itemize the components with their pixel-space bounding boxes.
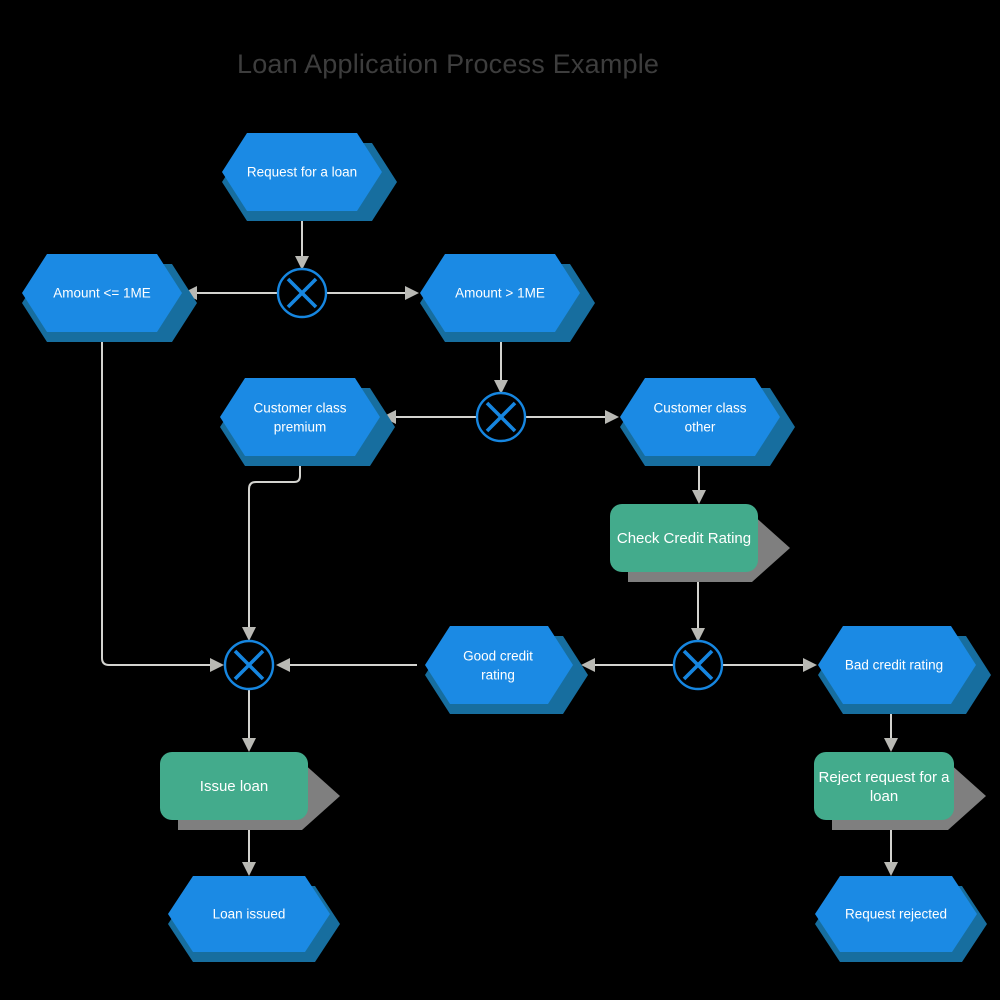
connector-gateway-merge-to-issue-loan bbox=[242, 689, 256, 752]
connector-issue-loan-to-loan-issued bbox=[242, 828, 256, 876]
connector-gateway-class-to-premium bbox=[382, 410, 477, 424]
connector-reject-to-request-rejected bbox=[884, 828, 898, 876]
event-hexagon bbox=[168, 876, 330, 952]
node-good-credit-rating[interactable]: Good credit rating bbox=[425, 626, 588, 714]
node-label-line-1: Reject request for a bbox=[819, 769, 951, 786]
node-request-rejected[interactable]: Request rejected bbox=[815, 876, 987, 962]
node-label-line-2: rating bbox=[481, 668, 515, 683]
node-label-line-2: loan bbox=[870, 788, 898, 805]
node-label: Loan issued bbox=[213, 907, 286, 922]
event-hexagon bbox=[425, 626, 573, 704]
node-check-credit-rating[interactable]: Check Credit Rating bbox=[610, 504, 790, 582]
event-hexagon bbox=[420, 254, 580, 332]
gateway-loan-approval-merge[interactable] bbox=[223, 639, 275, 691]
event-hexagon bbox=[22, 254, 182, 332]
gateway-customer-class-split[interactable] bbox=[475, 391, 527, 443]
connector-gateway-credit-to-good bbox=[581, 658, 674, 672]
page-title: Loan Application Process Example bbox=[237, 49, 659, 79]
node-request-for-a-loan[interactable]: Request for a loan bbox=[222, 133, 397, 221]
connector-amount-lte-to-gateway-merge bbox=[101, 332, 224, 672]
node-customer-class-premium[interactable]: Customer class premium bbox=[220, 378, 395, 466]
gateway-amount-split[interactable] bbox=[276, 267, 328, 319]
node-label-line-1: Customer class bbox=[653, 401, 746, 416]
connector-gateway-credit-to-bad bbox=[722, 658, 817, 672]
connector-gateway-amount-to-amount-gt bbox=[326, 286, 419, 300]
node-label: Bad credit rating bbox=[845, 658, 943, 673]
node-label: Request for a loan bbox=[247, 165, 357, 180]
node-label: Check Credit Rating bbox=[617, 530, 751, 547]
node-label-line-1: Good credit bbox=[463, 649, 533, 664]
event-hexagon bbox=[220, 378, 380, 456]
connector-check-credit-to-gateway-credit bbox=[691, 580, 705, 642]
gateway-credit-rating-split[interactable] bbox=[672, 639, 724, 691]
node-label: Amount > 1ME bbox=[455, 286, 545, 301]
node-label-line-2: premium bbox=[274, 420, 327, 435]
node-label: Amount <= 1ME bbox=[53, 286, 151, 301]
connector-layer bbox=[101, 211, 898, 876]
node-label-line-2: other bbox=[685, 420, 716, 435]
task-rounded-rect bbox=[160, 752, 308, 820]
connector-gateway-amount-to-amount-lte bbox=[183, 286, 278, 300]
connector-gateway-class-to-other bbox=[525, 410, 619, 424]
node-issue-loan[interactable]: Issue loan bbox=[160, 752, 340, 830]
node-loan-issued[interactable]: Loan issued bbox=[168, 876, 340, 962]
event-hexagon bbox=[815, 876, 977, 952]
node-label-line-1: Customer class bbox=[253, 401, 346, 416]
event-hexagon bbox=[818, 626, 976, 704]
node-label: Issue loan bbox=[200, 778, 268, 795]
connector-premium-to-gateway-merge bbox=[242, 456, 301, 641]
node-customer-class-other[interactable]: Customer class other bbox=[620, 378, 795, 466]
node-label: Request rejected bbox=[845, 907, 947, 922]
node-reject-request-for-a-loan[interactable]: Reject request for a loan bbox=[814, 752, 986, 830]
task-rounded-rect bbox=[814, 752, 954, 820]
task-rounded-rect bbox=[610, 504, 758, 572]
node-bad-credit-rating[interactable]: Bad credit rating bbox=[818, 626, 991, 714]
node-amount-lte-1me[interactable]: Amount <= 1ME bbox=[22, 254, 197, 342]
event-hexagon bbox=[222, 133, 382, 211]
node-amount-gt-1me[interactable]: Amount > 1ME bbox=[420, 254, 595, 342]
event-hexagon bbox=[620, 378, 780, 456]
connector-good-to-gateway-merge bbox=[276, 658, 417, 672]
